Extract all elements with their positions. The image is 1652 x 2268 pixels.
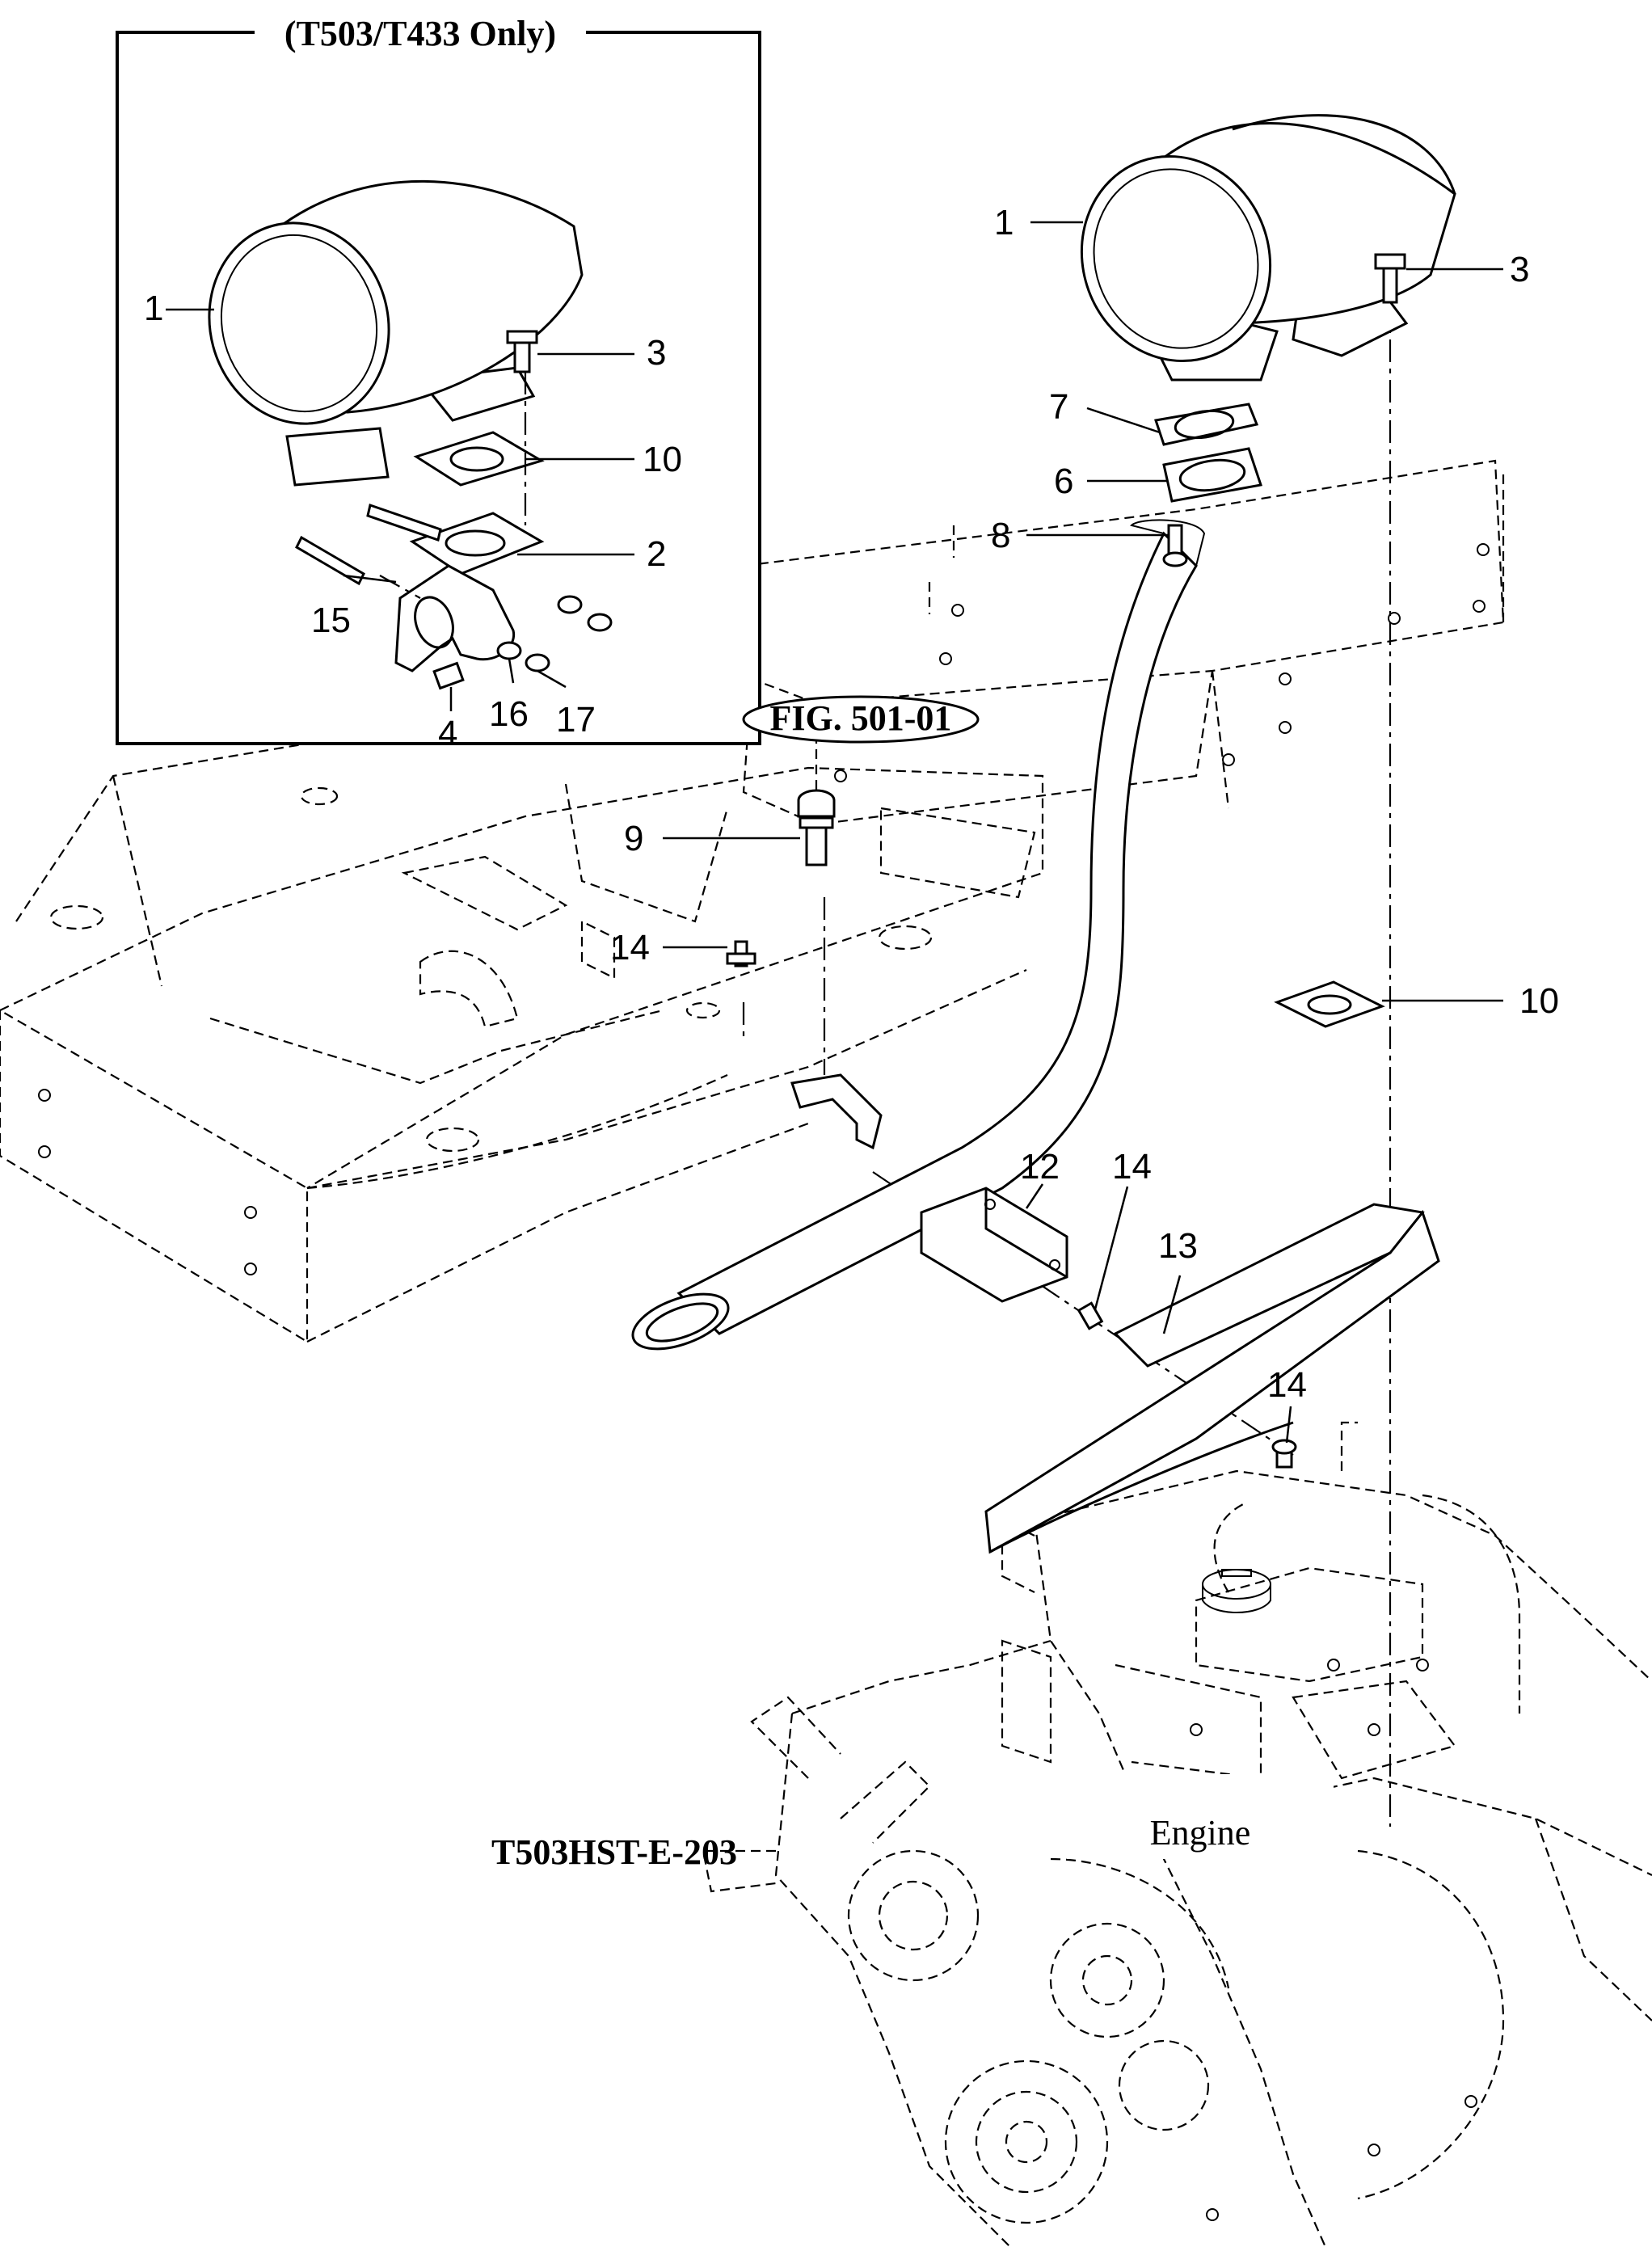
bolt-8 xyxy=(1162,524,1188,567)
callout-main-7: 7 xyxy=(1049,387,1068,427)
callout-main-14a: 14 xyxy=(610,928,650,967)
inset-muffler xyxy=(208,179,584,487)
inset-bolt-4 xyxy=(432,661,465,690)
bracket-12 xyxy=(920,1187,1068,1303)
callout-inset-3: 3 xyxy=(647,333,666,373)
gasket-7 xyxy=(1154,403,1259,446)
fig-reference-label[interactable]: FIG. 501-01 xyxy=(770,698,952,738)
bolt-14a xyxy=(726,940,756,967)
callout-inset-2: 2 xyxy=(647,534,666,574)
exhaust-pipe xyxy=(631,519,1206,1351)
inset-box: (T503/T433 Only) xyxy=(116,11,761,745)
inset-stud-15 xyxy=(295,504,442,586)
inset-flange-2 xyxy=(394,512,545,672)
bolt-3-main xyxy=(1374,253,1406,304)
bolt-14b xyxy=(1077,1301,1104,1330)
callout-inset-1: 1 xyxy=(144,289,163,328)
callout-inset-16: 16 xyxy=(489,694,529,734)
callout-main-14c: 14 xyxy=(1267,1365,1307,1405)
gasket-6 xyxy=(1162,447,1262,503)
callout-main-13: 13 xyxy=(1158,1226,1198,1266)
leader-lines xyxy=(166,221,1503,1444)
engine-label-box: Engine xyxy=(1067,1774,1334,1859)
muffler-main xyxy=(1080,114,1456,382)
callout-main-10: 10 xyxy=(1519,981,1559,1021)
engine-label: Engine xyxy=(1150,1813,1251,1853)
engine-outline xyxy=(702,1421,1652,2248)
callout-inset-15: 15 xyxy=(311,601,351,640)
callout-main-6: 6 xyxy=(1054,462,1073,501)
callout-inset-4: 4 xyxy=(438,714,457,753)
callout-inset-17: 17 xyxy=(556,700,596,740)
callout-numbers: 1 3 10 2 15 4 16 17 1 3 7 6 8 9 14 10 12… xyxy=(144,203,1559,1405)
callout-inset-10: 10 xyxy=(643,440,682,479)
bolt-14c xyxy=(1271,1439,1297,1469)
drawing-code: T503HST-E-203 xyxy=(491,1832,737,1872)
callout-main-8: 8 xyxy=(991,516,1010,555)
callout-main-12: 12 xyxy=(1020,1147,1060,1187)
inset-bolt-3 xyxy=(506,330,538,373)
heat-shield-13 xyxy=(984,1203,1440,1554)
inset-gasket-10 xyxy=(413,431,545,487)
inset-title: (T503/T433 Only) xyxy=(284,14,556,53)
gasket-10-main xyxy=(1274,980,1385,1028)
callout-main-1: 1 xyxy=(994,203,1014,242)
pipe-hanger xyxy=(790,1073,883,1150)
bolt-9 xyxy=(797,789,836,866)
fig-reference[interactable]: FIG. 501-01 xyxy=(742,695,980,744)
callout-main-14b: 14 xyxy=(1112,1147,1152,1187)
callout-main-9: 9 xyxy=(624,819,643,858)
callout-main-3: 3 xyxy=(1510,250,1529,289)
